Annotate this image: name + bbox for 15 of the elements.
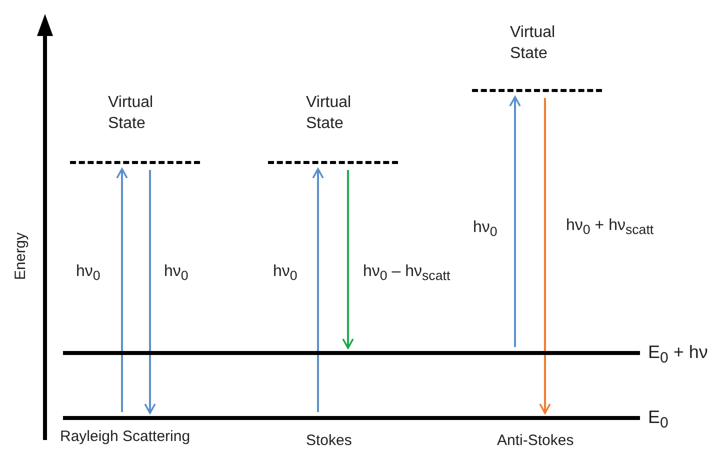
arrow [312,168,324,412]
state-label: Virtual State [108,93,154,134]
arrow [539,98,551,414]
state-label: Virtual State [306,93,352,134]
arrow [342,170,354,349]
arrow [144,170,156,414]
axis-label: Energy [12,232,29,280]
level-label: E$_{0}$ [648,407,668,434]
level-label: E$_{0}$ + hν [648,342,708,369]
arrow [509,96,521,347]
column-label: Anti-Stokes [497,432,574,449]
column-label: Rayleigh Scattering [60,428,190,445]
arrow [116,168,128,412]
column-label: Stokes [306,432,352,449]
state-label: Virtual State [510,23,556,64]
